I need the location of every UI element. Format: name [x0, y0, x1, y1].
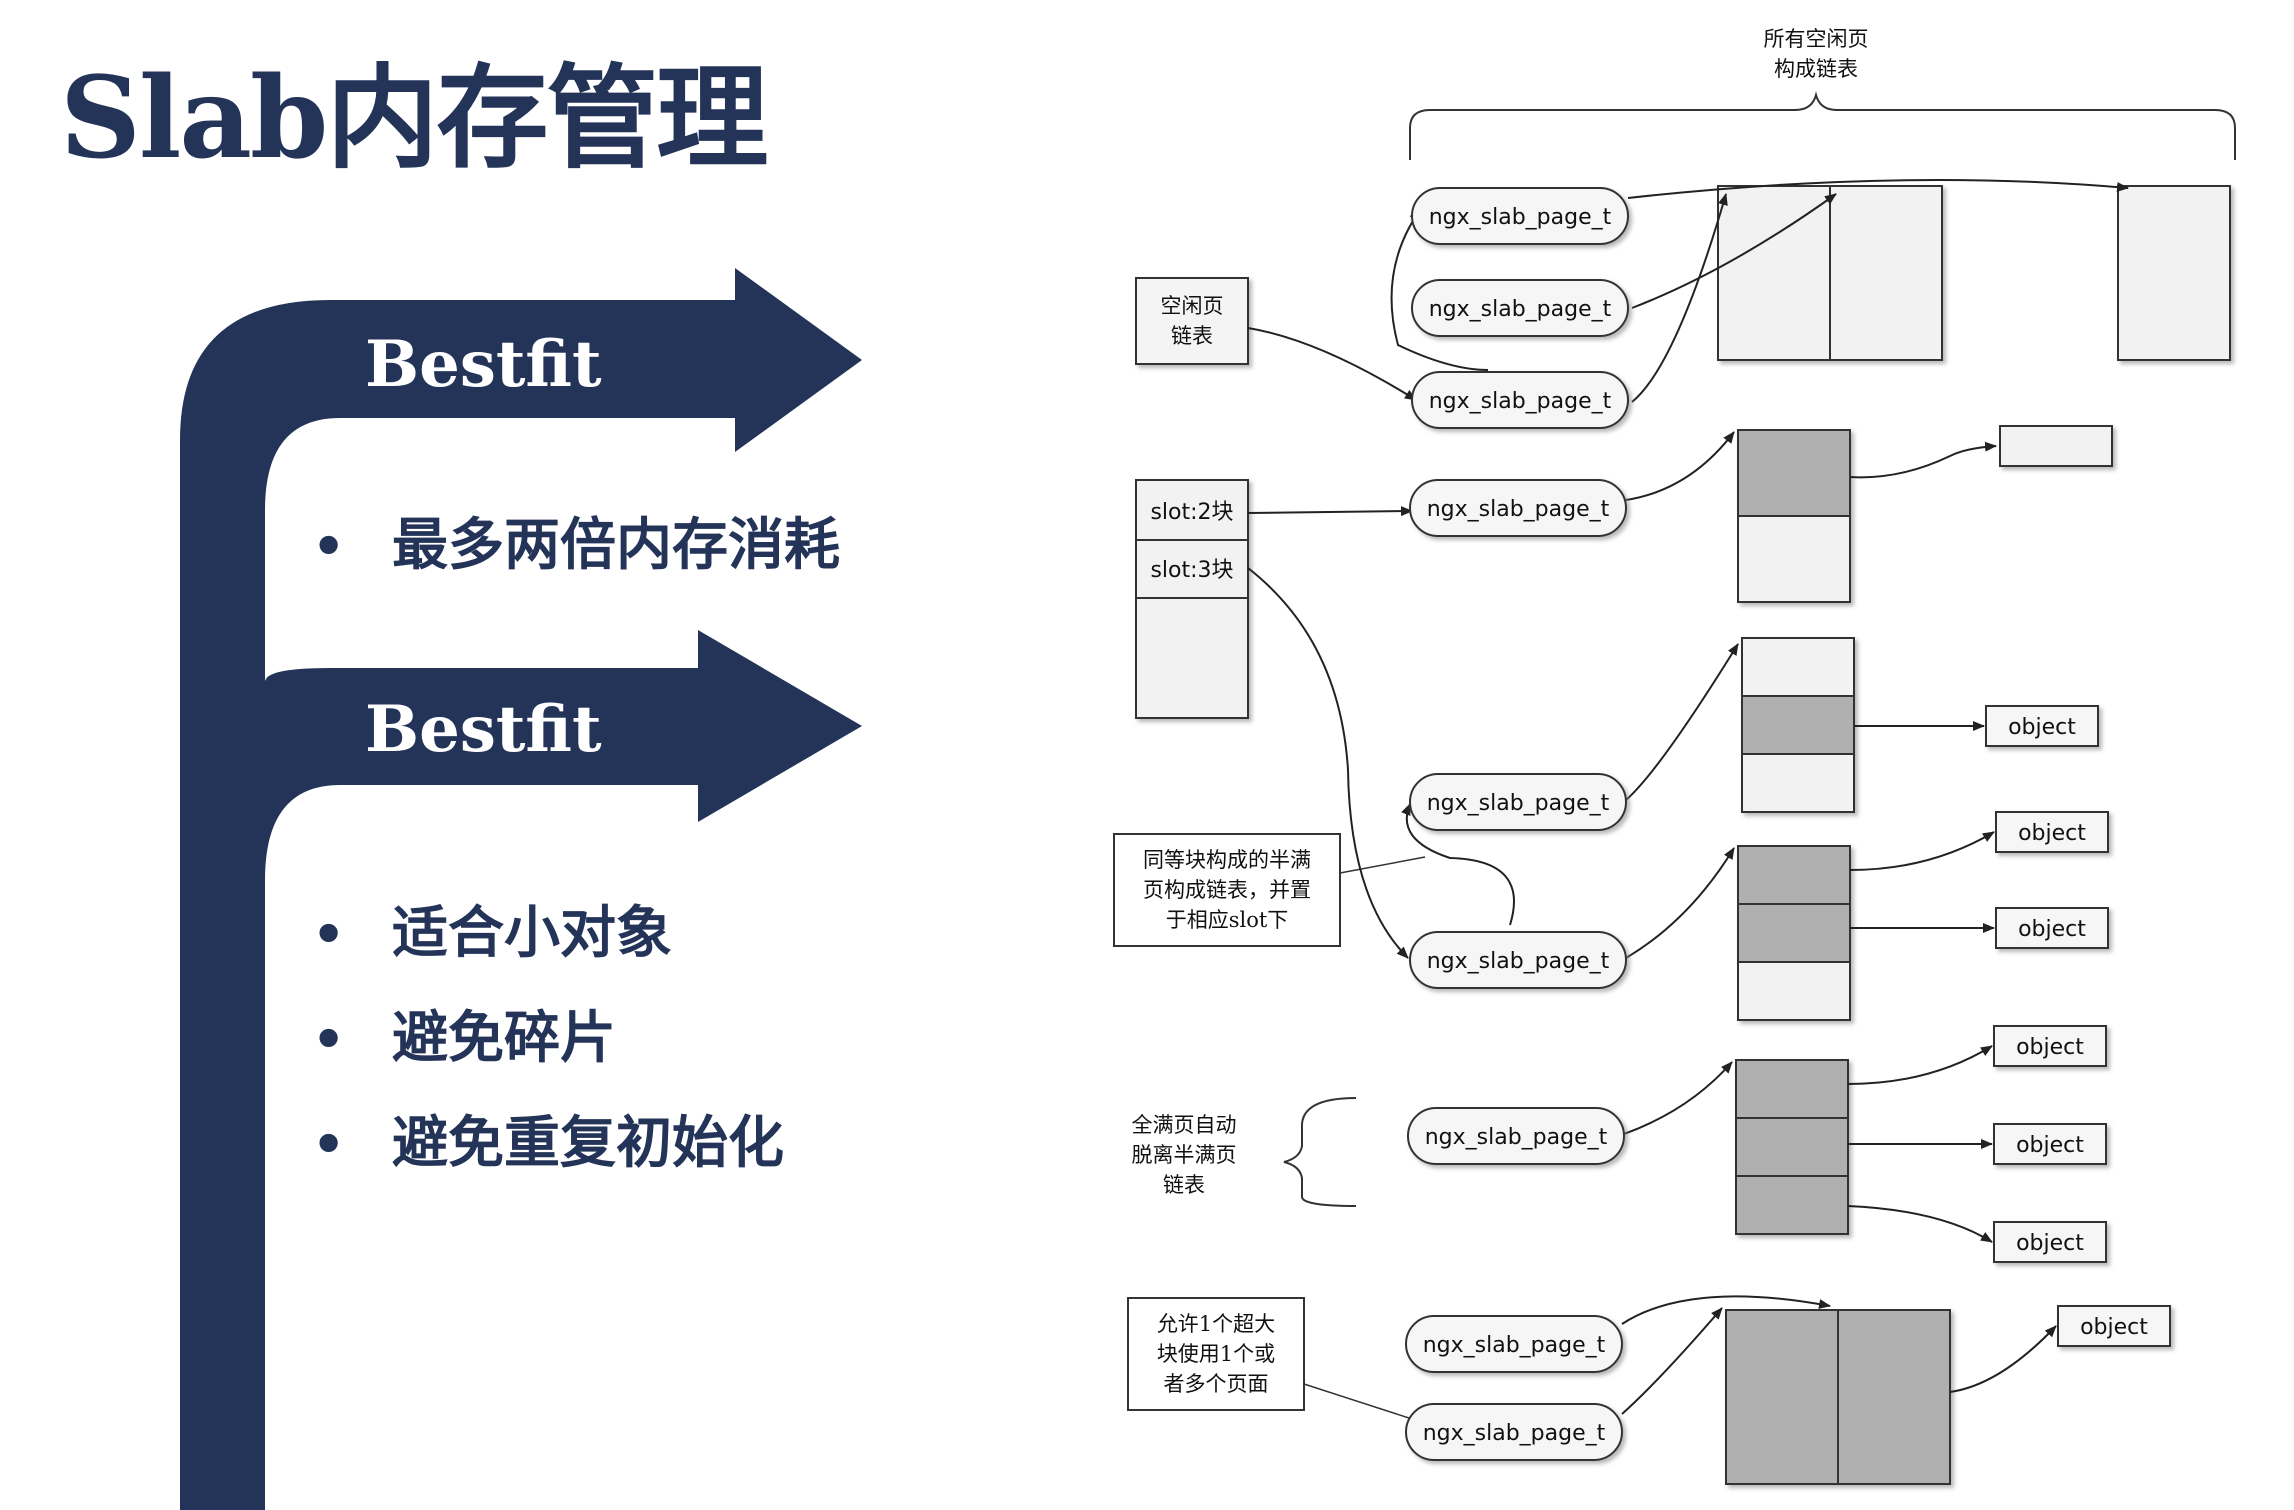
half-full-label-box [1113, 833, 1341, 947]
free-page [2117, 185, 2231, 361]
used-block [1741, 695, 1855, 755]
object-box [1995, 811, 2109, 853]
object-label: object [2008, 715, 2076, 740]
large-label-3: 者多个页面 [1164, 1372, 1269, 1396]
slide-title: Slab内存管理 [60, 53, 768, 184]
bestfit-arrow-band [180, 268, 862, 1510]
slab-page-node-label: ngx_slab_page_t [1427, 791, 1610, 816]
object-box [2057, 1305, 2171, 1347]
free-block [1737, 515, 1851, 603]
bullet-item: • 适合小对象 [312, 888, 672, 969]
half-full-label-3: 于相应slot下 [1166, 908, 1289, 932]
free-list-label-box [1135, 277, 1249, 365]
full-label-2: 脱离半满页 [1132, 1143, 1237, 1167]
bullet-item: • 避免重复初始化 [312, 1098, 784, 1179]
free-block [1737, 961, 1851, 1021]
bullet-dot: • [312, 905, 346, 965]
slab-page-node [1411, 187, 1629, 245]
half-full-label-1: 同等块构成的半满 [1143, 848, 1311, 872]
slab-page-node [1411, 371, 1629, 429]
bullet-item: • 最多两倍内存消耗 [312, 500, 840, 581]
object-box [1995, 907, 2109, 949]
free-block [1741, 753, 1855, 813]
full-brace [1283, 1097, 1357, 1207]
bullet-text: 最多两倍内存消耗 [392, 513, 840, 578]
slab-page-node [1405, 1315, 1623, 1373]
object-label: object [2018, 917, 2086, 942]
slab-page-nodes: ngx_slab_page_t ngx_slab_page_t ngx_slab… [1405, 187, 1629, 1461]
slab-page-node [1411, 279, 1629, 337]
slab-page-node-label: ngx_slab_page_t [1427, 949, 1610, 974]
slot-2-label: slot:2块 [1150, 500, 1233, 525]
slab-page-node [1409, 773, 1627, 831]
used-block [1735, 1059, 1849, 1119]
object-boxes: object object object object object objec… [1985, 705, 2171, 1347]
object-label: object [2016, 1231, 2084, 1256]
slab-page-node [1409, 479, 1627, 537]
free-page [1829, 185, 1943, 361]
slab-page-node-label: ngx_slab_page_t [1427, 497, 1610, 522]
all-free-pages-label-2: 构成链表 [1774, 57, 1858, 81]
bullet-item: • 避免碎片 [312, 993, 616, 1074]
slab-page-node [1405, 1403, 1623, 1461]
slab-page-node-label: ngx_slab_page_t [1429, 297, 1612, 322]
slot-3-label: slot:3块 [1150, 558, 1233, 583]
all-free-pages-label-1: 所有空闲页 [1764, 27, 1869, 51]
empty-object-box [1999, 425, 2113, 467]
bestfit-heading-1: Bestfit [365, 327, 602, 402]
large-block [1837, 1309, 1951, 1485]
full-label-1: 全满页自动 [1132, 1113, 1237, 1137]
object-label: object [2016, 1035, 2084, 1060]
large-label-box [1127, 1297, 1305, 1411]
object-box [1993, 1025, 2107, 1067]
object-box [1993, 1221, 2107, 1263]
free-page [1717, 185, 1831, 361]
free-pages-brace [1409, 91, 2236, 160]
used-block [1737, 845, 1851, 905]
object-box [1993, 1123, 2107, 1165]
slab-page-node [1407, 1107, 1625, 1165]
bullet-dot: • [312, 1010, 346, 1070]
slab-page-node-label: ngx_slab_page_t [1423, 1421, 1606, 1446]
object-box [1985, 705, 2099, 747]
slab-page-node-label: ngx_slab_page_t [1429, 205, 1612, 230]
half-full-label-2: 页构成链表，并置 [1143, 878, 1311, 902]
object-label: object [2018, 821, 2086, 846]
used-block [1737, 429, 1851, 517]
connectors [1247, 179, 2129, 1415]
large-label-1: 允许1个超大 [1157, 1312, 1275, 1336]
bullet-text: 避免重复初始化 [392, 1111, 784, 1176]
bestfit-heading-2: Bestfit [365, 692, 602, 767]
bullet-text: 避免碎片 [392, 1006, 616, 1071]
object-label: object [2016, 1133, 2084, 1158]
used-block [1735, 1175, 1849, 1235]
used-block [1735, 1117, 1849, 1177]
free-list-label-1: 空闲页 [1161, 294, 1224, 318]
slab-page-node-label: ngx_slab_page_t [1425, 1125, 1608, 1150]
slab-page-node-label: ngx_slab_page_t [1423, 1333, 1606, 1358]
slab-page-node-label: ngx_slab_page_t [1429, 389, 1612, 414]
large-block [1725, 1309, 1839, 1485]
bullet-text: 适合小对象 [392, 901, 672, 966]
band-arrow-top [180, 268, 862, 1510]
full-label-3: 链表 [1163, 1173, 1205, 1197]
used-block [1737, 903, 1851, 963]
large-label-2: 块使用1个或 [1157, 1342, 1275, 1366]
free-list-label-2: 链表 [1171, 324, 1213, 348]
page-blocks [1725, 425, 2113, 1485]
free-block [1741, 637, 1855, 697]
band-arrow-bottom [265, 630, 862, 880]
slab-page-node [1409, 931, 1627, 989]
object-label: object [2080, 1315, 2148, 1340]
bullet-dot: • [312, 517, 346, 577]
bullet-dot: • [312, 1115, 346, 1175]
